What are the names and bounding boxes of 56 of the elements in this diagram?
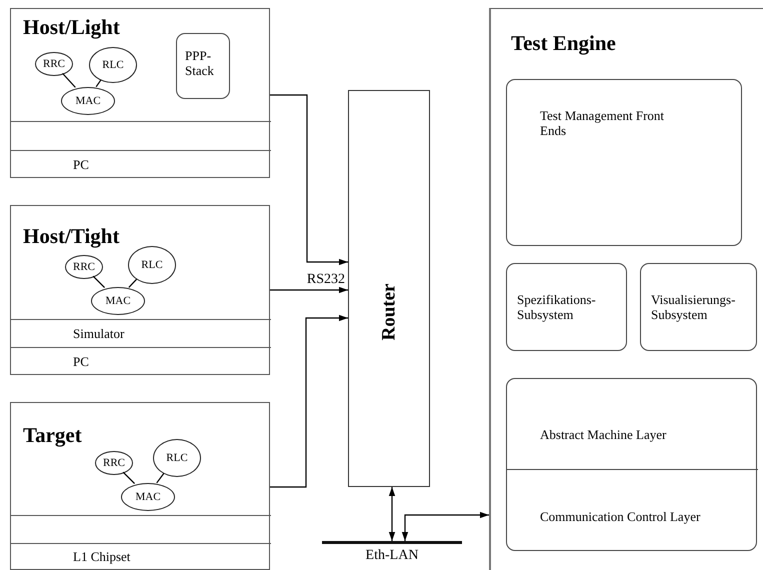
component-box bbox=[506, 79, 742, 246]
node-label: PC bbox=[73, 157, 89, 172]
arrow bbox=[402, 512, 489, 541]
node-label: PC bbox=[73, 354, 89, 369]
node-label: L1 Chipset bbox=[73, 549, 130, 564]
system-heading: Test Engine bbox=[511, 31, 616, 56]
node-label: RLC bbox=[101, 58, 125, 72]
protocol-ellipse bbox=[91, 287, 145, 315]
protocol-ellipse bbox=[95, 451, 133, 475]
system-box bbox=[10, 8, 270, 178]
node-label: RLC bbox=[165, 450, 189, 466]
connector-line bbox=[128, 278, 138, 288]
protocol-ellipse bbox=[89, 47, 137, 83]
protocol-ellipse bbox=[128, 246, 176, 284]
connector-line bbox=[92, 276, 105, 288]
system-heading: Host/Tight bbox=[23, 224, 120, 249]
arrow bbox=[270, 314, 348, 488]
arrow bbox=[270, 94, 348, 266]
node-label: Eth-LAN bbox=[364, 548, 420, 563]
node-label: Communication Control Layer bbox=[540, 509, 700, 524]
component-box bbox=[640, 263, 757, 351]
edge-label: RS232 bbox=[306, 272, 346, 287]
protocol-ellipse bbox=[121, 483, 175, 511]
connector-line bbox=[156, 473, 164, 484]
router-box bbox=[348, 90, 430, 487]
node-label: Simulator bbox=[73, 326, 124, 341]
node-label: MAC bbox=[74, 94, 102, 108]
system-box bbox=[10, 402, 270, 570]
system-heading: Host/Light bbox=[23, 15, 120, 40]
protocol-ellipse bbox=[153, 439, 201, 477]
component-box bbox=[506, 378, 757, 551]
system-box bbox=[10, 205, 270, 375]
node-label: Router bbox=[382, 284, 396, 341]
node-label: Abstract Machine Layer bbox=[540, 427, 666, 442]
node-label: RRC bbox=[72, 260, 96, 274]
connector-line bbox=[122, 472, 135, 484]
node-label: Test Management Front Ends bbox=[540, 108, 666, 138]
connector-line bbox=[62, 72, 76, 88]
engine-box bbox=[489, 8, 763, 570]
node-label: RRC bbox=[42, 56, 66, 72]
node-label: PPP- Stack bbox=[185, 48, 215, 78]
node-label: RRC bbox=[102, 456, 126, 470]
connector-line bbox=[96, 80, 102, 88]
node-label: Visualisierungs- Subsystem bbox=[651, 292, 736, 322]
protocol-ellipse bbox=[65, 255, 103, 279]
arrow bbox=[270, 286, 348, 294]
node-label: Spezifikations- Subsystem bbox=[517, 292, 597, 322]
node-label: MAC bbox=[134, 490, 162, 504]
system-heading: Target bbox=[23, 423, 82, 448]
arrow bbox=[388, 487, 396, 541]
node-label: MAC bbox=[104, 294, 132, 308]
component-box bbox=[176, 33, 230, 99]
protocol-ellipse bbox=[61, 87, 115, 115]
protocol-ellipse bbox=[35, 52, 73, 76]
component-box bbox=[506, 263, 627, 351]
node-label: RLC bbox=[140, 258, 164, 272]
